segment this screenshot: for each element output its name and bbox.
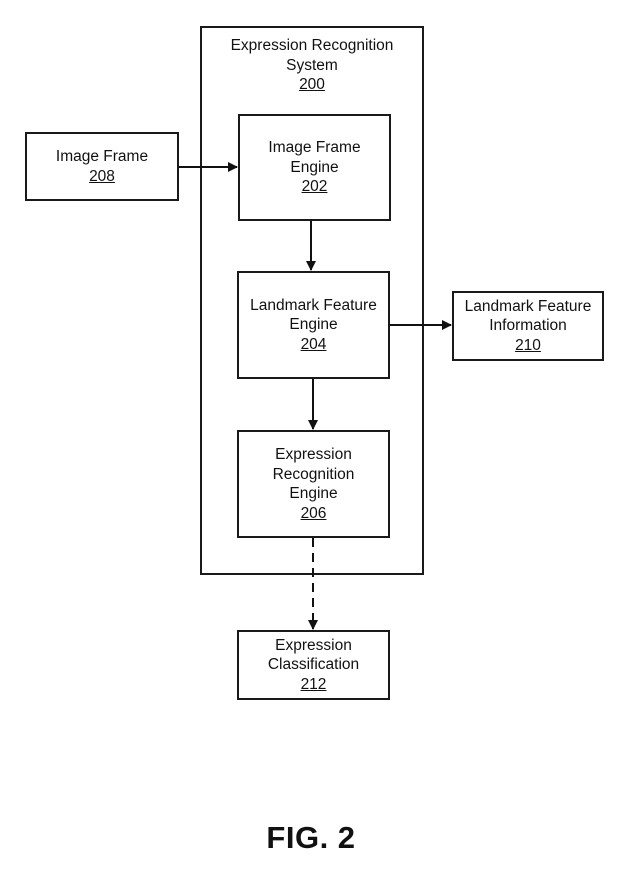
landmark-feature-engine-box: Landmark Feature Engine 204 (237, 271, 390, 379)
image-frame-engine-box: Image Frame Engine 202 (238, 114, 391, 221)
image-frame-engine-label-2: Engine (290, 158, 339, 176)
expression-recognition-engine-label-3: Engine (289, 485, 338, 502)
system-title: Expression Recognition System 200 (202, 36, 422, 95)
expression-recognition-engine-label-2: Recognition (272, 465, 355, 483)
image-frame-box: Image Frame 208 (25, 132, 179, 201)
expression-recognition-engine-box: Expression Recognition Engine 206 (237, 430, 390, 538)
system-ref-number: 200 (299, 76, 325, 93)
image-frame-engine-label-1: Image Frame (268, 139, 361, 157)
system-title-line-1: Expression Recognition (230, 37, 394, 54)
landmark-feature-engine-label-1: Landmark Feature (250, 296, 377, 314)
expression-classification-box: Expression Classification 212 (237, 630, 390, 700)
expression-recognition-engine-ref: 206 (300, 504, 327, 522)
landmark-feature-information-label-1: Landmark Feature (464, 297, 592, 315)
image-frame-label: Image Frame (55, 148, 149, 165)
expression-classification-ref: 212 (300, 675, 327, 693)
landmark-feature-information-label-2: Information (489, 317, 567, 335)
landmark-feature-engine-ref: 204 (300, 335, 327, 353)
image-frame-ref: 208 (89, 167, 115, 185)
figure-caption: FIG. 2 (266, 820, 356, 855)
expression-recognition-engine-label-1: Expression (275, 446, 352, 463)
image-frame-engine-ref: 202 (301, 178, 328, 196)
expression-classification-label-1: Expression (275, 636, 352, 654)
expression-classification-label-2: Classification (267, 656, 360, 674)
landmark-feature-information-box: Landmark Feature Information 210 (452, 291, 604, 361)
landmark-feature-information-ref: 210 (515, 336, 541, 354)
system-title-line-2: System (286, 56, 338, 74)
landmark-feature-engine-label-2: Engine (289, 316, 338, 334)
